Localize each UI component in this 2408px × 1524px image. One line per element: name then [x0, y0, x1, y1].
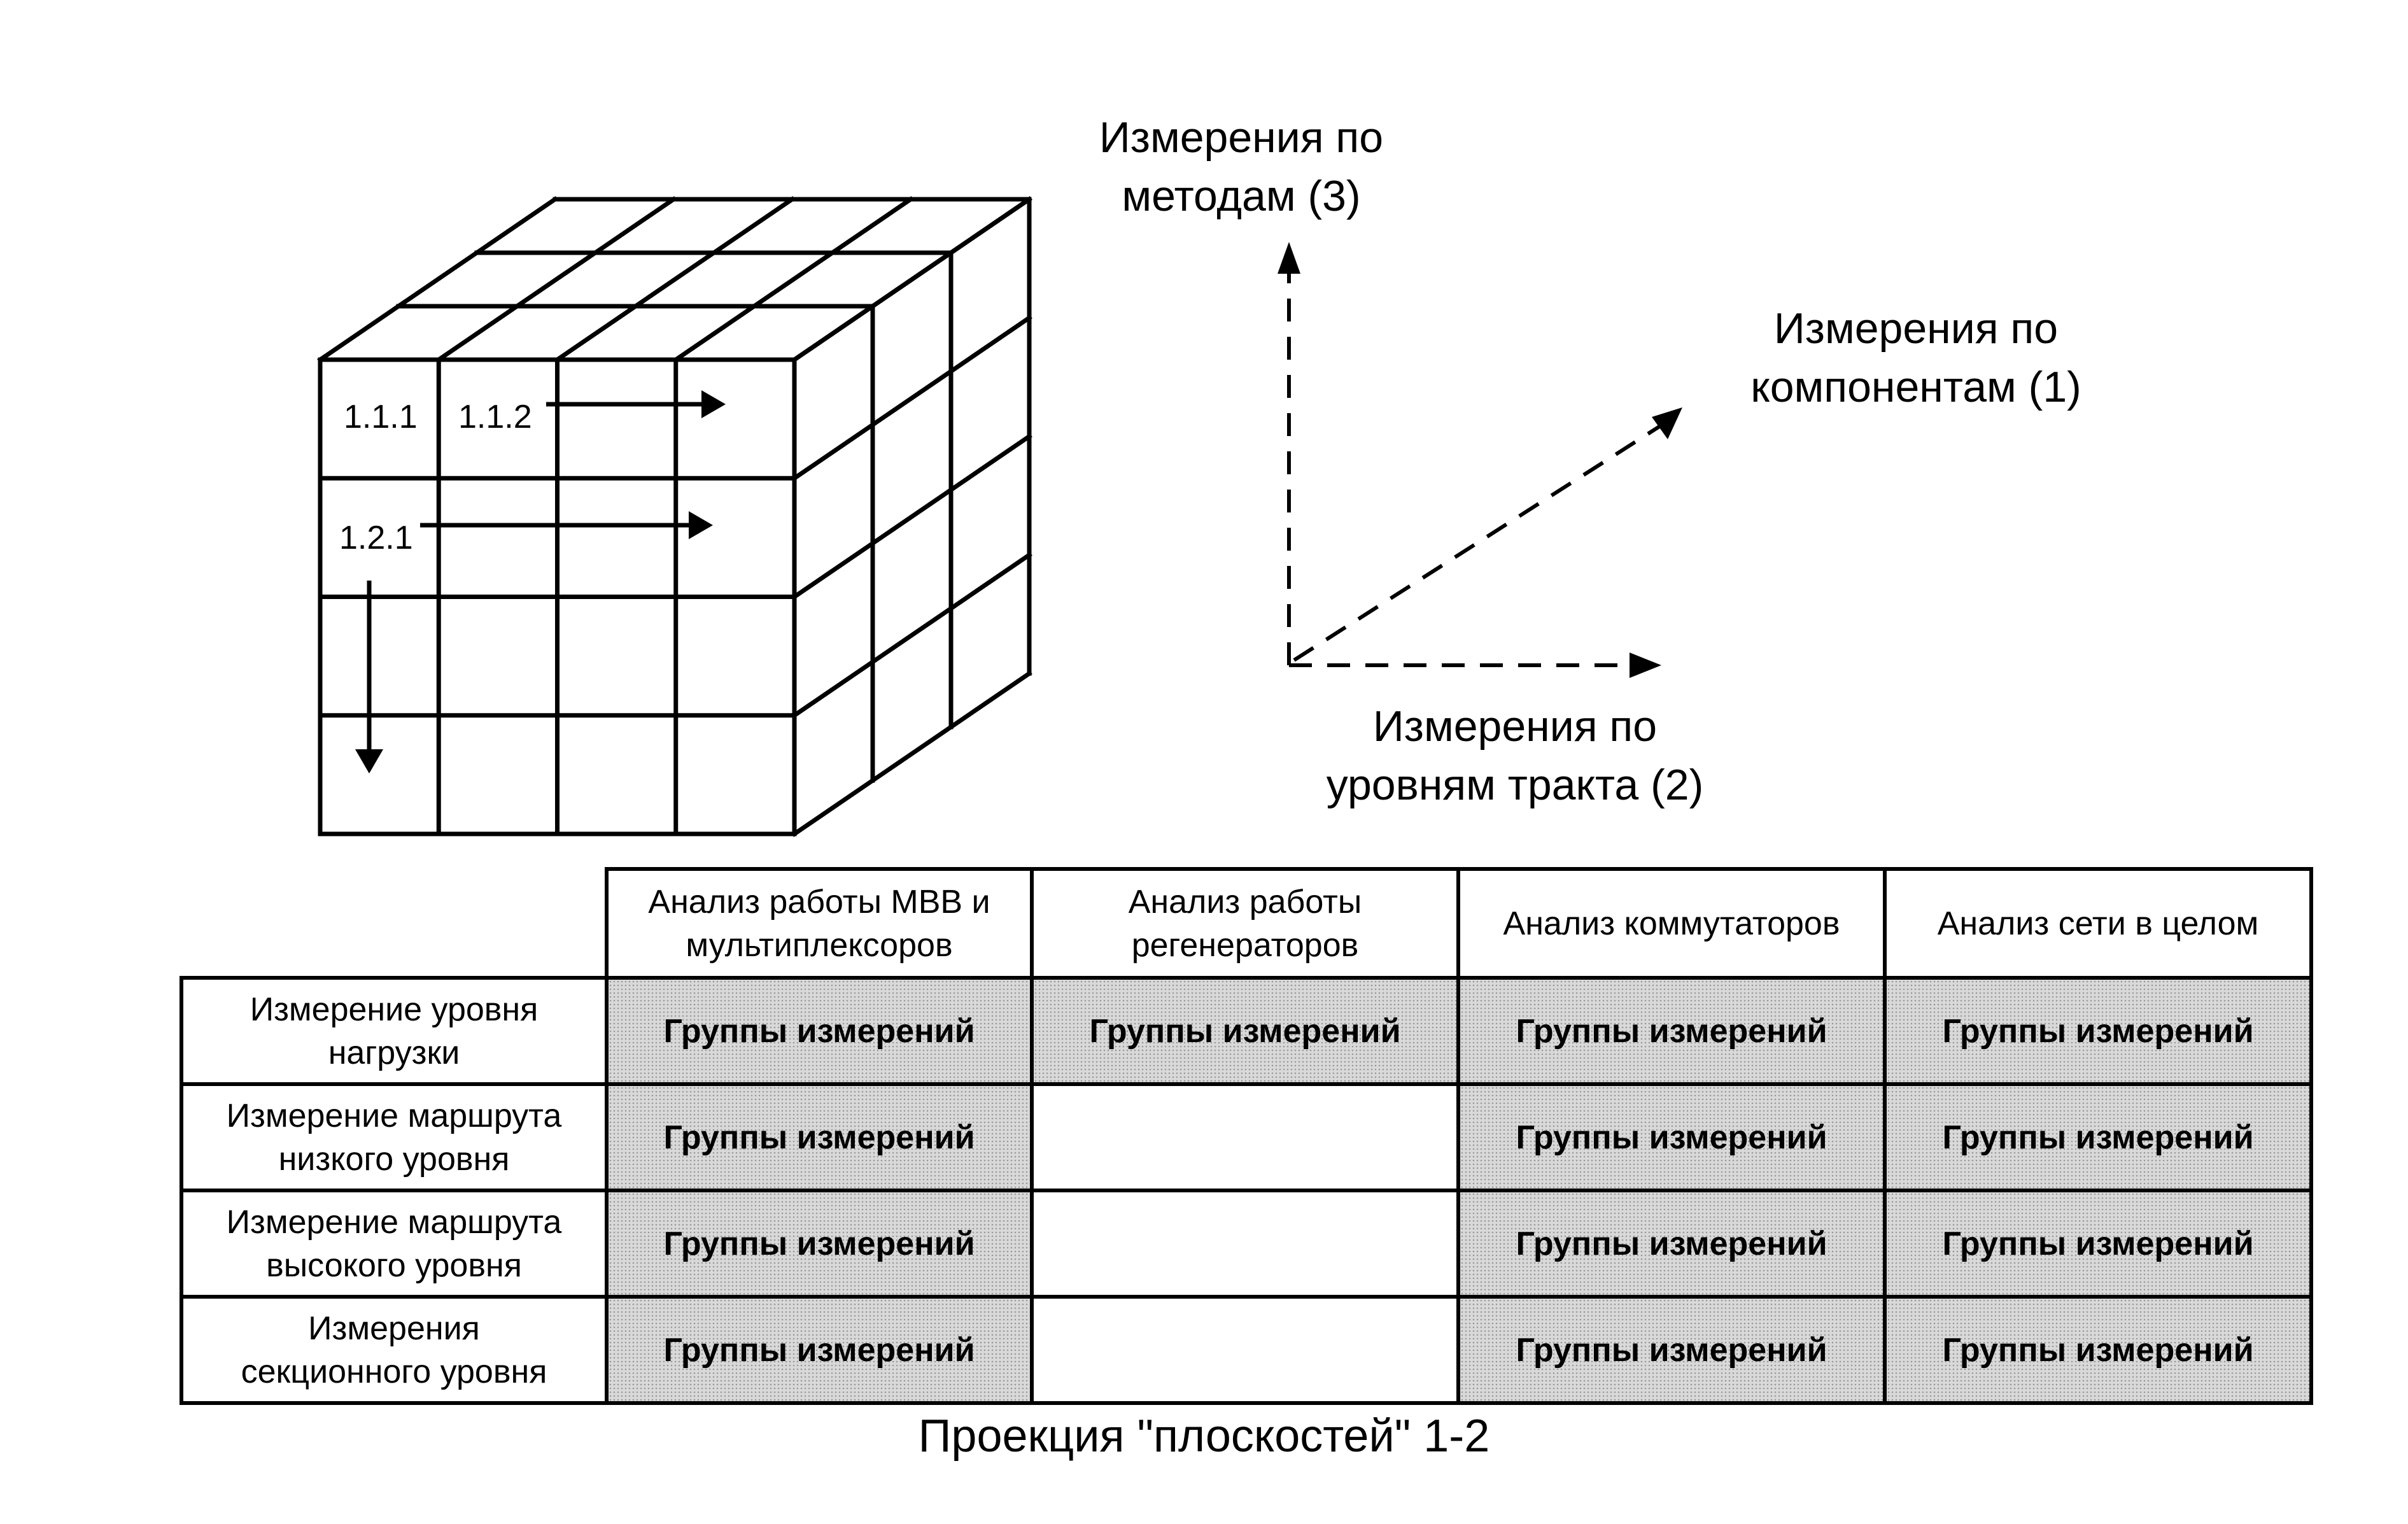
axis-methods-arrowhead-icon — [1278, 242, 1300, 274]
cube-edge — [791, 433, 1032, 600]
table-cell-empty — [1030, 1082, 1460, 1192]
table-corner-cell — [181, 869, 609, 980]
cube-and-axes-diagram: 1.1.1 1.1.2 1.2.1 — [317, 196, 1682, 837]
table-cell: Группы измерений — [1883, 1189, 2313, 1299]
cube-edge — [554, 196, 796, 363]
axis-label-components-line1: Измерения по — [1773, 304, 2059, 353]
axis-label-path-levels-line2: уровням тракта (2) — [1326, 761, 1704, 809]
cube-cell-label: 1.1.2 — [458, 399, 532, 435]
cube-edge — [672, 196, 914, 363]
cube-traversal-arrows — [355, 390, 726, 773]
column-header: Анализ сети в целом — [1883, 867, 2313, 980]
table-cell-empty — [1030, 1189, 1460, 1299]
axis-label-methods-line2: методам (3) — [1122, 172, 1361, 220]
table-cell: Группы измерений — [1456, 976, 1887, 1086]
table-cell: Группы измерений — [1883, 1082, 2313, 1192]
table-cell: Группы измерений — [1883, 1295, 2313, 1405]
axis-label-components: Измерения по компонентам (1) — [1693, 299, 2139, 416]
cube-edge — [791, 314, 1032, 482]
table-cell: Группы измерений — [605, 1295, 1034, 1405]
cube-edge — [791, 196, 1032, 363]
axis-label-path-levels: Измерения по уровням тракта (2) — [1286, 697, 1744, 814]
table-cell-empty — [1030, 1295, 1460, 1405]
cube-cell-label: 1.2.1 — [339, 519, 413, 556]
figure-caption: Проекция "плоскостей" 1-2 — [918, 1411, 1490, 1462]
cube-cell-labels: 1.1.1 1.1.2 1.2.1 — [339, 399, 532, 556]
axis-path-levels-arrowhead-icon — [1630, 653, 1661, 678]
axis-label-methods: Измерения по методам (3) — [1044, 108, 1439, 225]
table-cell: Группы измерений — [605, 1189, 1034, 1299]
cube-edge — [791, 551, 1032, 719]
dimension-axes — [1278, 242, 1682, 678]
table-cell: Группы измерений — [1030, 976, 1460, 1086]
table-cell: Группы измерений — [605, 976, 1034, 1086]
arrowhead-icon — [701, 390, 726, 418]
table-cell: Группы измерений — [1456, 1189, 1887, 1299]
axis-label-components-line2: компонентам (1) — [1750, 363, 2081, 411]
arrowhead-icon — [689, 511, 713, 539]
axis-label-methods-line1: Измерения по — [1099, 113, 1384, 162]
column-header: Анализ коммутаторов — [1456, 867, 1887, 980]
table-cell: Группы измерений — [1883, 976, 2313, 1086]
cube-edge — [435, 196, 677, 363]
axis-components-line — [1293, 423, 1663, 662]
axis-components-arrowhead-icon — [1652, 407, 1682, 439]
cube-edge — [791, 670, 1032, 837]
table-cell: Группы измерений — [1456, 1295, 1887, 1405]
cube-edge — [317, 196, 558, 363]
data-cube — [317, 196, 1032, 837]
table-cell: Группы измерений — [1456, 1082, 1887, 1192]
cube-cell-label: 1.1.1 — [344, 399, 418, 435]
axis-label-path-levels-line1: Измерения по — [1372, 702, 1658, 751]
arrowhead-icon — [355, 749, 383, 773]
table-cell: Группы измерений — [605, 1082, 1034, 1192]
